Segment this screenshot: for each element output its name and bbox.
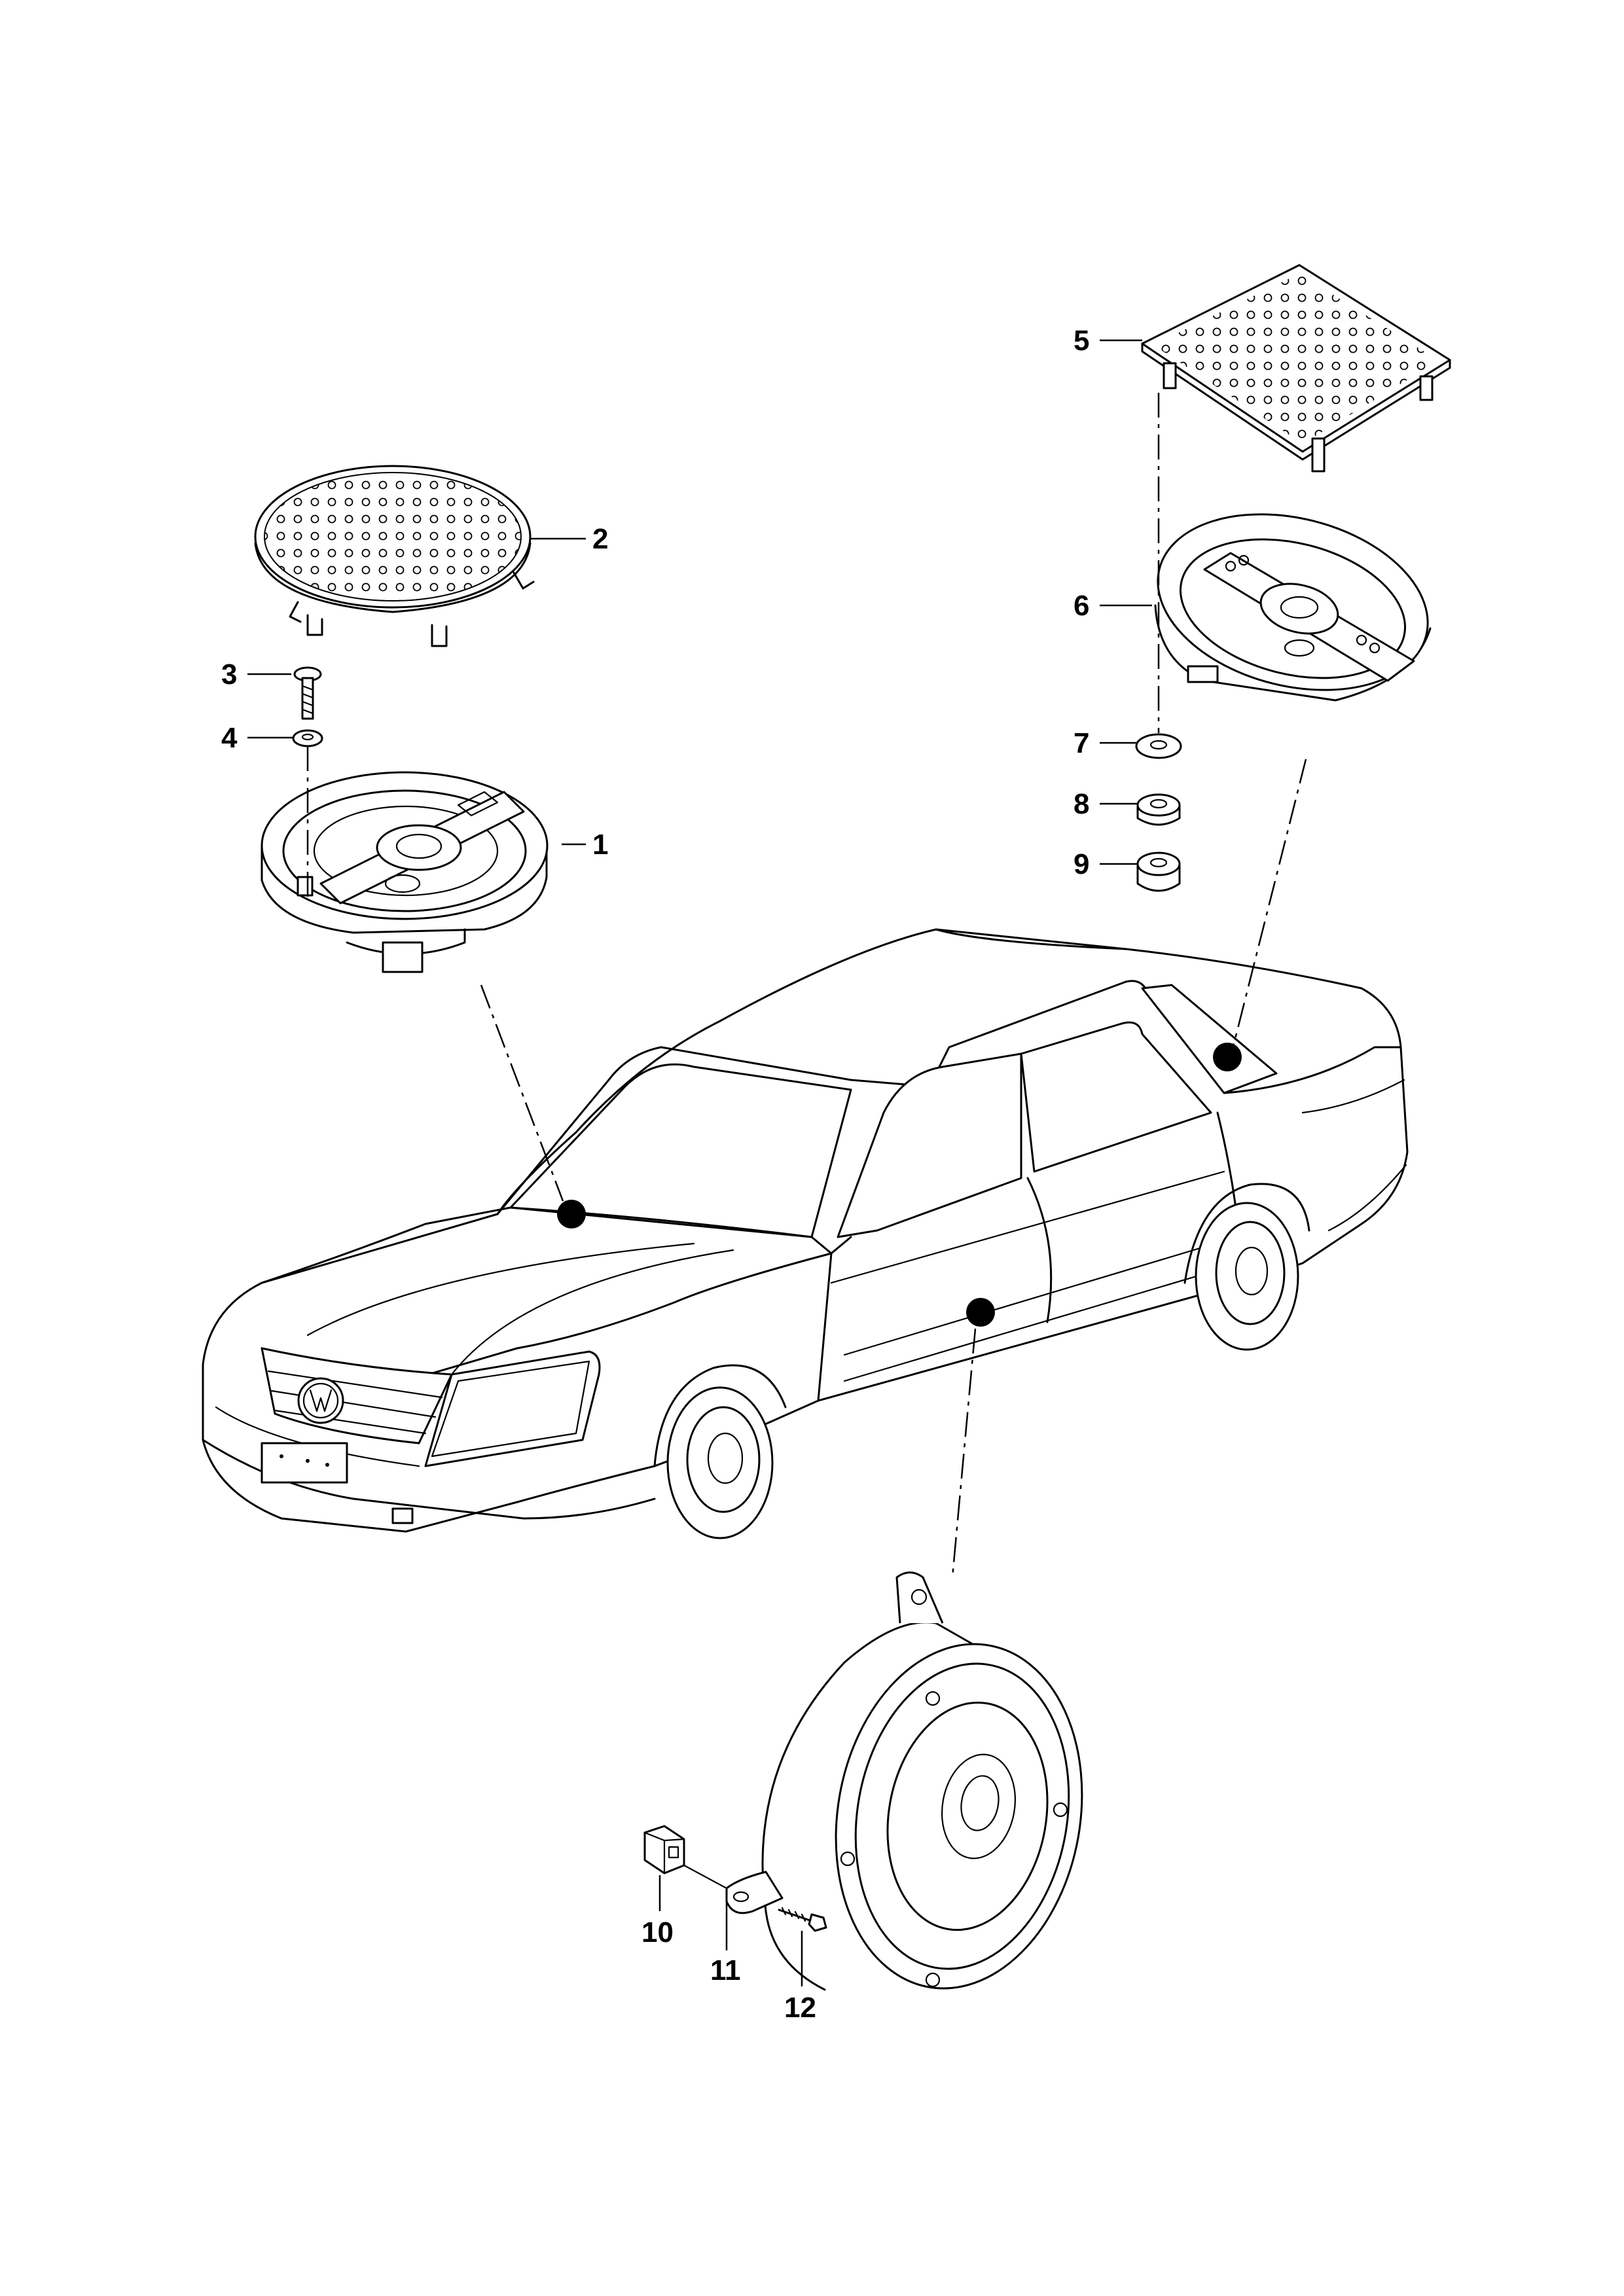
connector-door-speaker [951, 1328, 977, 1578]
round-grille-part [254, 465, 535, 647]
callout-10: 10 [641, 1916, 674, 1948]
connector-round-speaker [480, 984, 564, 1202]
door-speaker-part [725, 1571, 1083, 1991]
location-marker-dashboard [557, 1200, 586, 1229]
callout-4: 4 [221, 722, 238, 754]
callout-2: 2 [592, 523, 608, 555]
location-marker-rear-shelf [1213, 1043, 1242, 1071]
callout-9: 9 [1074, 848, 1089, 880]
screw-part-3 [293, 666, 322, 720]
clip-nut-part-10 [643, 1825, 685, 1874]
callout-1: 1 [592, 829, 608, 861]
connector-oval-speaker [1233, 759, 1307, 1045]
washer-part-7 [1135, 733, 1182, 759]
callout-7: 7 [1074, 727, 1089, 759]
callout-8: 8 [1074, 788, 1089, 820]
bolt-part-12 [778, 1907, 827, 1932]
nut-part-9 [1136, 852, 1181, 892]
round-speaker-part [261, 771, 549, 973]
callout-5: 5 [1074, 325, 1089, 357]
callout-3: 3 [221, 658, 237, 691]
leader-10-11-link [683, 1864, 728, 1890]
spacer-part-8 [1136, 793, 1181, 826]
car-illustration [202, 928, 1409, 1539]
location-marker-door [966, 1298, 995, 1327]
callout-11: 11 [710, 1954, 741, 1986]
callout-12: 12 [784, 1992, 816, 2024]
callout-6: 6 [1074, 590, 1089, 622]
washer-part-4 [292, 729, 323, 747]
oval-speaker-part [1154, 513, 1432, 702]
rectangular-grille-part [1141, 264, 1451, 473]
